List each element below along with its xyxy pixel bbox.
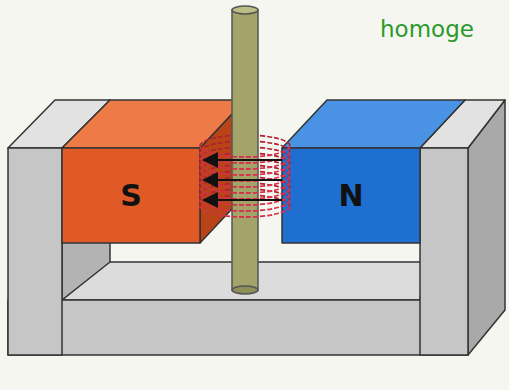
coil-winding — [200, 146, 290, 157]
coil-winding — [200, 182, 290, 193]
coil-winding — [200, 194, 290, 205]
coil-winding — [200, 206, 290, 217]
coil-winding — [200, 152, 290, 163]
coil-winding — [200, 164, 290, 175]
field-arrow — [204, 199, 282, 201]
south-pole-face — [62, 148, 200, 243]
coil-winding — [200, 200, 290, 211]
coil-winding — [200, 158, 290, 169]
coil-winding — [200, 170, 290, 181]
yoke-left-pillar — [8, 148, 62, 355]
field-lines — [204, 160, 282, 200]
north-pole-top — [282, 100, 465, 148]
rod-end — [232, 286, 258, 294]
north-pole-face — [282, 148, 420, 243]
field-arrow — [204, 159, 282, 161]
yoke-base — [8, 300, 468, 355]
coil-winding — [200, 188, 290, 199]
pole-letter: N — [338, 178, 363, 213]
rod-body — [232, 10, 258, 290]
south-pole-top — [62, 100, 245, 148]
south-pole: S — [62, 148, 200, 243]
rod-end — [232, 6, 258, 14]
north-pole: N — [282, 148, 420, 243]
pole-letter: S — [120, 178, 142, 213]
coil-front — [200, 146, 290, 217]
heading-label: homoge — [380, 16, 474, 42]
rod — [232, 6, 258, 294]
field-arrow — [204, 179, 282, 181]
yoke-right-pillar — [420, 148, 468, 355]
coil-winding — [200, 176, 290, 187]
